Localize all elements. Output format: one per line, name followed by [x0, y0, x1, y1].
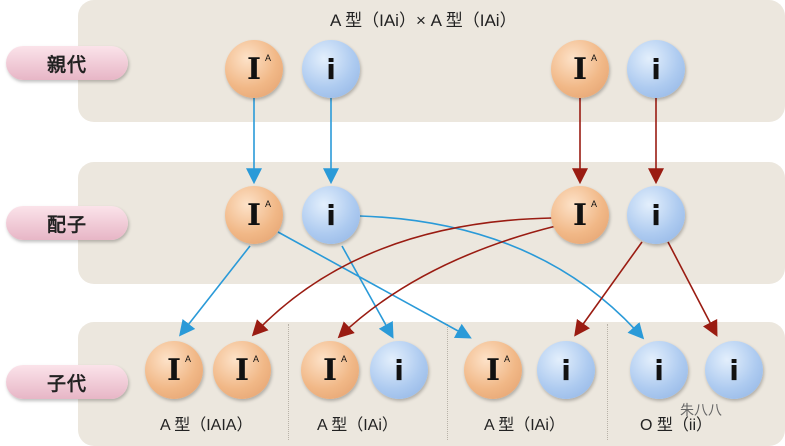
offspring-4-i-a: i — [630, 341, 688, 399]
offspring-4-i-b: i — [705, 341, 763, 399]
watermark: 朱八八 — [680, 402, 722, 418]
gamete-left-i: i — [302, 186, 360, 244]
i-glyph: i — [394, 353, 404, 387]
i-glyph: i — [651, 198, 661, 232]
i-glyph: i — [561, 353, 571, 387]
i-glyph: i — [651, 52, 661, 86]
arrow-gamete-IA-to-3 — [277, 231, 472, 339]
row-label-offspring: 子代 — [6, 365, 128, 399]
i-glyph: i — [729, 353, 739, 387]
offspring-label-1: A 型（IAIA） — [160, 417, 253, 434]
arrow-gamete-i-to-2 — [341, 245, 394, 339]
parent-right-i-allele: i — [627, 40, 685, 98]
offspring-3-i: i — [537, 341, 595, 399]
gamete-right-i: i — [627, 186, 685, 244]
offspring-divider-2 — [447, 324, 448, 440]
parent-left-i-allele: i — [302, 40, 360, 98]
arrow-gamete-IA-right-to-2 — [337, 225, 557, 339]
i-glyph: i — [326, 198, 336, 232]
offspring-label-2: A 型（IAi） — [317, 417, 398, 434]
row-label-parent: 親代 — [6, 46, 128, 80]
arrow-gamete-IA-right-to-1 — [251, 217, 553, 337]
i-glyph: i — [326, 52, 336, 86]
row-label-gamete: 配子 — [6, 206, 128, 240]
offspring-label-3: A 型（IAi） — [484, 417, 565, 434]
offspring-label-4: O 型（ii） — [640, 417, 713, 434]
offspring-2-i: i — [370, 341, 428, 399]
cross-header: A 型（IAi）× A 型（IAi） — [330, 11, 517, 30]
i-glyph: i — [654, 353, 664, 387]
offspring-divider-3 — [607, 324, 608, 440]
arrow-gamete-i-right-to-4 — [667, 241, 718, 337]
arrow-gamete-IA-to-1 — [179, 245, 251, 337]
offspring-divider-1 — [288, 324, 289, 440]
arrow-gamete-i-right-to-3 — [574, 241, 643, 337]
arrow-gamete-i-to-4 — [359, 215, 645, 340]
